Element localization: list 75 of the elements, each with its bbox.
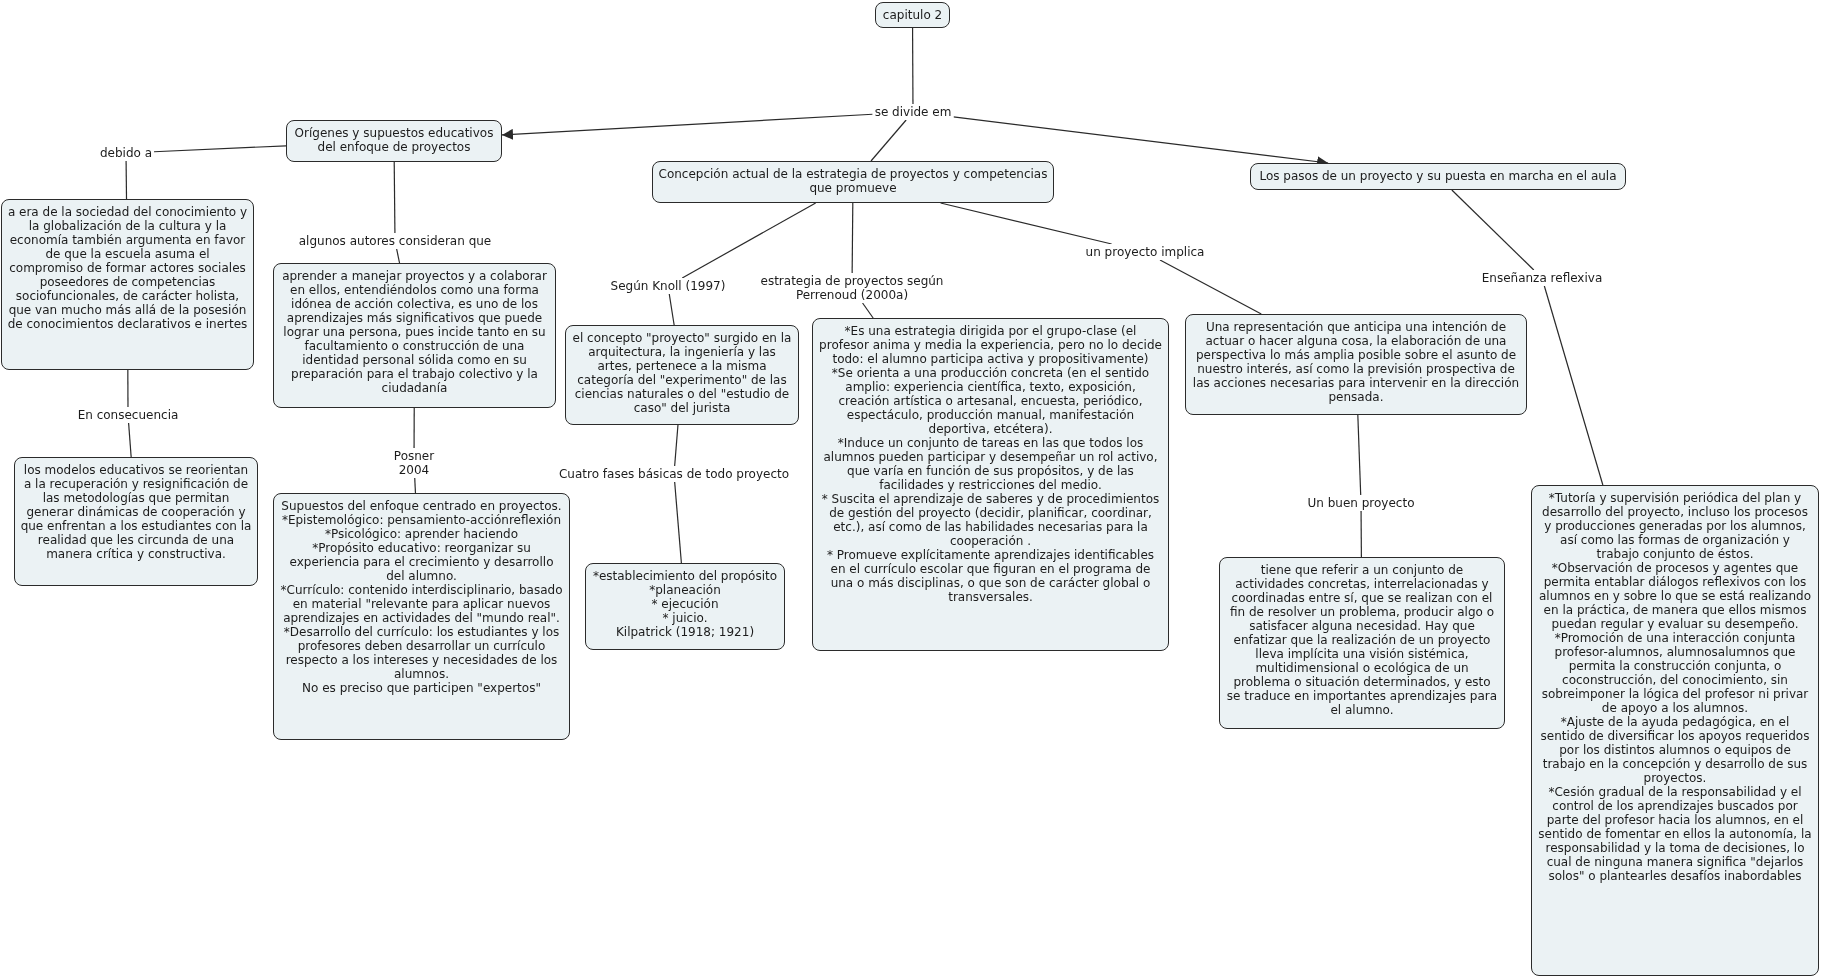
list-item-text: *Cesión gradual de la responsabilidad y el control de los aprendizajes buscados por parte del profesor hacia los alumnos, en el sentido de fomentar en ellos la autonomía, la responsabilidad y la toma de decisiones, lo cual de ninguna manera significa "dejarlos solos" o plantearles desafíos inabordables bbox=[1537, 785, 1813, 883]
concept-box bbox=[585, 563, 785, 650]
concept-box bbox=[14, 457, 258, 586]
connector-line bbox=[911, 27, 914, 105]
concept-text: Concepción actual de la estrategia de proyectos y competencias que promueve bbox=[658, 167, 1048, 195]
connector-line bbox=[1543, 285, 1604, 486]
concept-box bbox=[565, 325, 799, 425]
concept-text: tiene que referir a un conjunto de actividades concretas, interrelacionadas y coordinadas entre sí, que se realizan con el fin de resolver un problema, producir algo o satisfacer alguna necesidad. Hay que enfatizar que la realización de un proyecto lleva implícita una visión sistémica, multidimensional o ecológica de un problema o situación determinados, y esto se traduce en importantes aprendizajes para el alumno. bbox=[1225, 563, 1499, 717]
connector-line bbox=[861, 302, 874, 319]
connector-line bbox=[851, 202, 854, 274]
linking-phrase: Enseñanza reflexiva bbox=[1479, 270, 1605, 286]
concept-box bbox=[652, 161, 1054, 203]
concept-box bbox=[1250, 163, 1626, 190]
connector-line bbox=[681, 202, 817, 279]
concept-box bbox=[286, 120, 502, 162]
list-item-text: *planeación bbox=[648, 583, 722, 597]
concept-text: a era de la sociedad del conocimiento y la globalización de la cultura y la economía también argumenta en favor de que la escuela asuma el compromiso de formar actores sociales poseedores de competencias sociofuncionales, de carácter holista, que van mucho más allá de la posesión de conocimientos declarativos e inertes bbox=[7, 205, 248, 331]
connector-line bbox=[1451, 189, 1535, 271]
list-item-text: *Induce un conjunto de tareas en las que todos los alumnos pueden participar y desempeñar un rol activo, que varía en función de sus propósitos, y de las facilidades y restricciones del medio. bbox=[822, 436, 1159, 492]
list-item-text: *Es una estrategia dirigida por el grupo-clase (el profesor anima y media la experiencia, pero no lo decide todo: el alumno participa activa y propositivamente) bbox=[818, 324, 1163, 366]
connector-line bbox=[127, 369, 129, 408]
linking-phrase: algunos autores consideran que bbox=[296, 233, 494, 249]
connector-line bbox=[393, 161, 396, 234]
linking-phrase: un proyecto implica bbox=[1083, 244, 1207, 260]
list-item-text: *Ajuste de la ayuda pedagógica, en el sentido de diversificar los apoyos requeridos por los distintos alumnos o equipos de trabajo en la concepción y desarrollo de sus proyectos. bbox=[1539, 715, 1811, 785]
linking-phrase: Un buen proyecto bbox=[1305, 495, 1417, 511]
list-item-text: *Se orienta a una producción concreta (en el sentido amplio: experiencia científica, texto, exposición, creación artística o artesanal, encuesta, periódico, espectáculo, producción manual, manifestación deportiva, etcétera). bbox=[830, 366, 1151, 436]
connector-line bbox=[668, 293, 675, 326]
linking-phrase: Cuatro fases básicas de todo proyecto bbox=[556, 466, 792, 482]
concept-text: el concepto "proyecto" surgido en la arquitectura, la ingeniería y las artes, pertenece a la misma categoría del "experimento" de las ciencias naturales o del "estudio de caso" del jurista bbox=[571, 331, 793, 415]
arrow bbox=[501, 113, 874, 140]
linking-phrase: Según Knoll (1997) bbox=[608, 278, 728, 294]
connector-line bbox=[940, 202, 1113, 245]
list-item-text: Supuestos del enfoque centrado en proyectos. bbox=[280, 499, 563, 513]
list-item-text: * ejecución bbox=[650, 597, 720, 611]
concept-text: Orígenes y supuestos educativos del enfoque de proyectos bbox=[293, 126, 495, 154]
concept-box bbox=[273, 493, 570, 740]
concept-text: capitulo 2 bbox=[881, 8, 944, 22]
connector-line bbox=[396, 248, 401, 264]
connector-line bbox=[1360, 510, 1362, 558]
connector-line bbox=[870, 119, 907, 162]
concept-box bbox=[812, 318, 1169, 651]
concept-box bbox=[273, 263, 556, 408]
concept-box bbox=[1185, 314, 1527, 415]
concept-box bbox=[1531, 485, 1819, 976]
list-item-text: *establecimiento del propósito bbox=[591, 569, 779, 583]
connector-line bbox=[1159, 259, 1262, 315]
concept-text: aprender a manejar proyectos y a colaborar en ellos, entendiéndolos como una forma idónea de acción colectiva, es uno de los aprendizajes más significativos que puede lograr una persona, pues incide tanto en su facultamiento o construcción de una identidad personal sólida como en su preparación para el trabajo colectivo y la ciudadanía bbox=[281, 269, 548, 395]
concept-text: Una representación que anticipa una intención de actuar o hacer alguna cosa, la elaboración de una perspectiva lo más amplia posible sobre el asunto de nuestro interés, así como la previsión prospectiva de las acciones necesarias para intervenir en la dirección pensada. bbox=[1191, 320, 1521, 404]
concept-box bbox=[875, 2, 950, 28]
list-item-text: No es preciso que participen "expertos" bbox=[301, 681, 542, 695]
list-item-text: *Promoción de una interacción conjunta profesor-alumnos, alumnosalumnos que permita la construcción conjunta, o coconstrucción, del conocimiento, sin sobreimponer la lógica del profesor ni privar de apoyo a los alumnos. bbox=[1540, 631, 1810, 715]
connector-line bbox=[153, 145, 287, 153]
list-item-text: *Psicológico: aprender haciendo bbox=[323, 527, 520, 541]
connector-line bbox=[413, 407, 415, 449]
list-item-text: *Propósito educativo: reorganizar su experiencia para el crecimiento y desarrollo del alumno. bbox=[288, 541, 555, 583]
list-item-text: *Epistemológico: pensamiento-acciónreflexión bbox=[280, 513, 563, 527]
connector-line bbox=[125, 160, 128, 200]
list-item-text: *Tutoría y supervisión periódica del plan y desarrollo del proyecto, incluso los procesos y producciones generadas por los alumnos, así como las formas de organización y trabajo conjunto de éstos. bbox=[1541, 491, 1809, 561]
list-item-text: Kilpatrick (1918; 1921) bbox=[614, 625, 756, 639]
connector-line bbox=[128, 422, 132, 458]
connector-line bbox=[1357, 414, 1362, 496]
list-item-text: *Observación de procesos y agentes que permita entablar diálogos reflexivos con los alumnos en y sobre lo que se está realizando en la práctica, de manera que ellos mismos puedan regular y evaluar su desempeño. bbox=[1538, 561, 1812, 631]
connector-line bbox=[414, 477, 417, 494]
linking-phrase: se divide em bbox=[872, 104, 954, 120]
concept-box bbox=[1, 199, 254, 370]
list-item-text: *Desarrollo del currículo: los estudiantes y los profesores deben desarrollar un currículo respecto a los intereses y necesidades de los alumnos. bbox=[282, 625, 561, 681]
list-item-text: * juicio. bbox=[661, 611, 709, 625]
connector-line bbox=[674, 424, 679, 467]
list-item-text: *Currículo: contenido interdisciplinario, basado en material "relevante para aplicar nuevos aprendizajes en actividades del "mundo real". bbox=[279, 583, 564, 625]
list-item-text: * Suscita el aprendizaje de saberes y de procedimientos de gestión del proyecto (decidir, planificar, coordinar, etc.), así como de las habilidades necesarias para la cooperación . bbox=[820, 492, 1161, 548]
concept-text: Los pasos de un proyecto y su puesta en marcha en el aula bbox=[1258, 169, 1618, 183]
connector-line bbox=[674, 481, 682, 564]
concept-text: los modelos educativos se reorientan a la recuperación y resignificación de las metodologías que permitan generar dinámicas de cooperación y que enfrentan a los estudiantes con la realidad que les circunda de una manera crítica y constructiva. bbox=[20, 463, 252, 561]
list-item-text: * Promueve explícitamente aprendizajes identificables en el currículo escolar que figuran en el programa de una o más disciplinas, o que son de carácter global o transversales. bbox=[825, 548, 1155, 604]
